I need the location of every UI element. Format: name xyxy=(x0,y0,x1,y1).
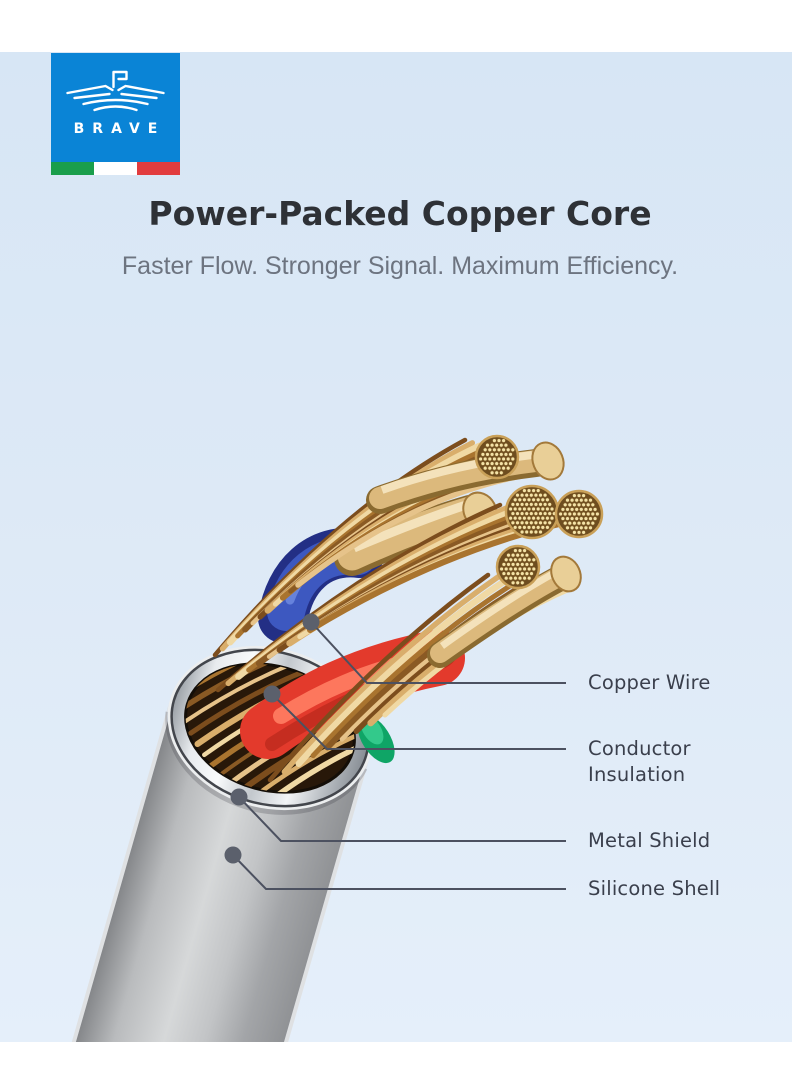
flag-green-segment xyxy=(51,162,94,175)
brand-name: BRAVE xyxy=(73,121,166,137)
subheadline: Faster Flow. Stronger Signal. Maximum Ef… xyxy=(121,252,679,280)
callout-label-silicone-shell: Silicone Shell xyxy=(588,877,721,900)
brand-logo: BRAVE xyxy=(51,53,180,175)
brave-eagle-icon xyxy=(66,70,165,112)
italy-flag-stripe xyxy=(51,162,180,175)
flag-white-segment xyxy=(94,162,137,175)
headline: Power-Packed Copper Core xyxy=(148,194,652,233)
brand-logo-box: BRAVE xyxy=(51,53,180,162)
callout-label-conductor-insulation: Conductor Insulation xyxy=(588,737,691,786)
callout-label-metal-shield: Metal Shield xyxy=(588,829,711,852)
flag-red-segment xyxy=(137,162,180,175)
callout-label-copper-wire: Copper Wire xyxy=(588,671,711,694)
